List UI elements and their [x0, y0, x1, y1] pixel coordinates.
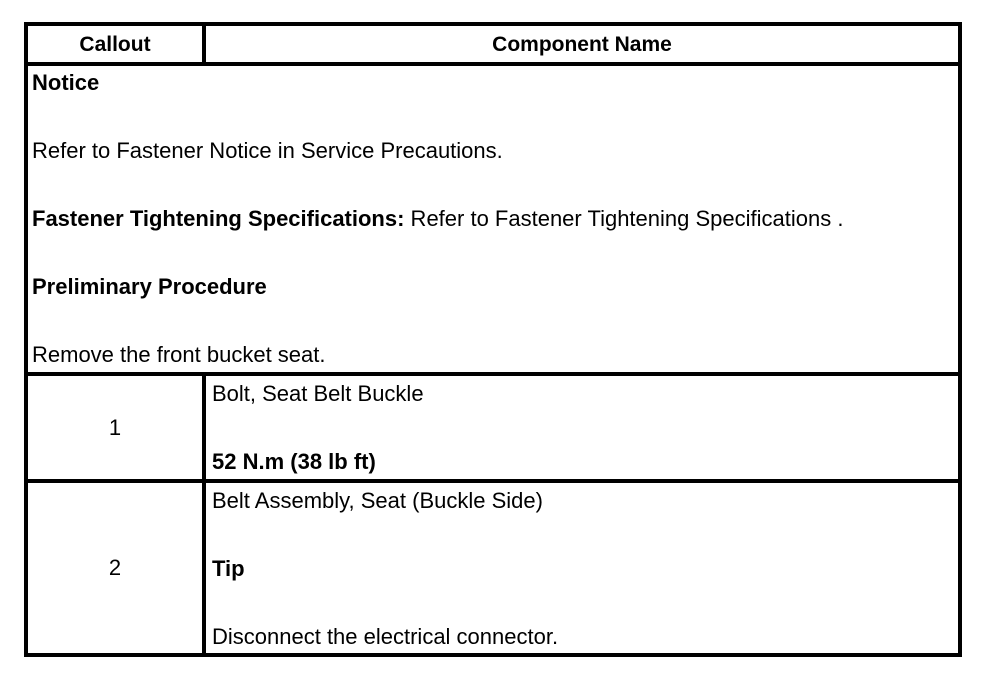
- callout-number: 1: [24, 372, 206, 483]
- callout-number: 2: [24, 479, 206, 657]
- spec-text: Refer to Fastener Tightening Specificati…: [404, 206, 844, 231]
- component-name-column-header: Component Name: [202, 22, 962, 66]
- torque-spec: 52 N.m (38 lb ft): [212, 449, 376, 474]
- table-header-row: Callout Component Name: [24, 22, 962, 66]
- tip-label: Tip: [212, 556, 245, 581]
- table-row: 1 Bolt, Seat Belt Buckle 52 N.m (38 lb f…: [24, 372, 962, 483]
- procedure-title: Preliminary Procedure: [32, 274, 267, 299]
- table-row: 2 Belt Assembly, Seat (Buckle Side) Tip …: [24, 479, 962, 657]
- component-cell: Belt Assembly, Seat (Buckle Side) Tip Di…: [202, 479, 962, 657]
- component-name: Bolt, Seat Belt Buckle: [212, 381, 424, 406]
- spec-label: Fastener Tightening Specifications:: [32, 206, 405, 231]
- tip-text: Disconnect the electrical connector.: [212, 624, 559, 649]
- procedure-text: Remove the front bucket seat.: [32, 342, 326, 367]
- notice-title: Notice: [32, 70, 100, 95]
- component-name: Belt Assembly, Seat (Buckle Side): [212, 488, 543, 513]
- component-table: Callout Component Name Notice Refer to F…: [24, 22, 962, 657]
- notice-cell: Notice Refer to Fastener Notice in Servi…: [24, 62, 962, 376]
- component-cell: Bolt, Seat Belt Buckle 52 N.m (38 lb ft): [202, 372, 962, 483]
- notice-text: Refer to Fastener Notice in Service Prec…: [32, 138, 503, 163]
- callout-column-header: Callout: [24, 22, 206, 66]
- notice-row: Notice Refer to Fastener Notice in Servi…: [24, 62, 962, 376]
